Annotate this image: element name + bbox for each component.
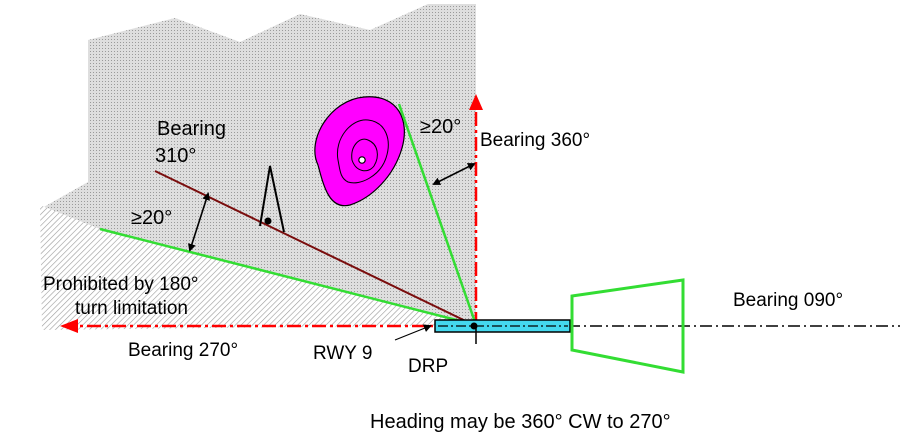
prohibited-label-line1: Prohibited by 180° xyxy=(43,274,198,295)
drp-marker xyxy=(470,322,478,344)
drp-label: DRP xyxy=(408,356,448,377)
approach-area xyxy=(570,278,685,374)
runway-pointer-arrow xyxy=(394,324,432,341)
bearing-270-label: Bearing 270° xyxy=(128,340,238,361)
perpendicular-marker xyxy=(259,165,285,233)
top-limit-line xyxy=(397,103,478,326)
bearing-270-arrowhead xyxy=(60,319,78,333)
angle-arrow-top xyxy=(432,163,476,185)
caption: Heading may be 360° CW to 270° xyxy=(370,411,671,433)
angle-arrow-left xyxy=(188,192,210,252)
bearing-310-label-line2: 310° xyxy=(155,145,196,167)
left-limit-line xyxy=(99,227,477,327)
bearing-360-label: Bearing 360° xyxy=(480,130,590,151)
angle-left-label: ≥20° xyxy=(131,207,172,229)
obstacle-icon xyxy=(314,96,405,207)
prohibited-label-line2: turn limitation xyxy=(75,298,188,319)
angle-top-label: ≥20° xyxy=(420,116,461,138)
runway xyxy=(434,319,571,333)
bearing-090-label: Bearing 090° xyxy=(733,290,843,311)
prohibited-area xyxy=(40,205,476,330)
bearing-310-label-line1: Bearing xyxy=(157,118,226,140)
bearing-360-arrowhead xyxy=(469,94,483,110)
runway-label: RWY 9 xyxy=(313,343,373,364)
